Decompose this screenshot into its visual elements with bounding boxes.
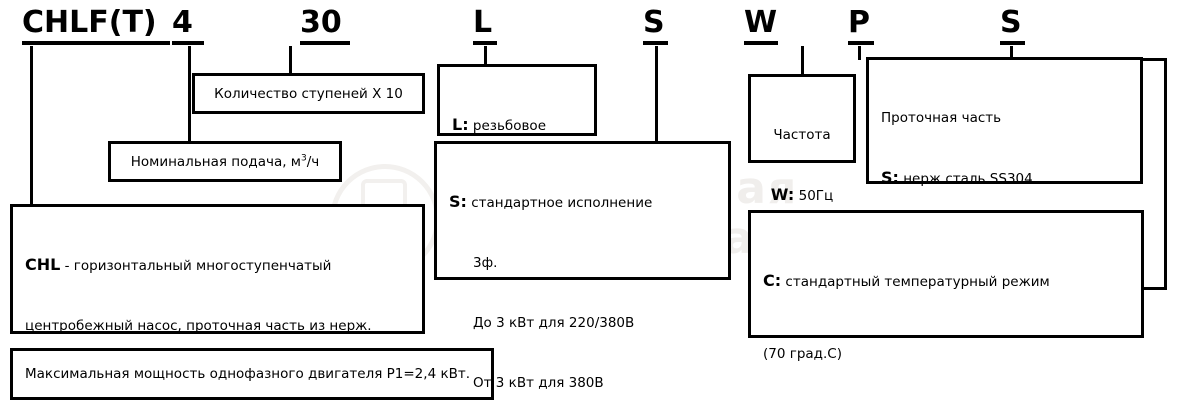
connector-motor-version bbox=[655, 46, 658, 142]
connector-pipe-conn bbox=[484, 46, 487, 64]
frequency-key-w: W: bbox=[770, 185, 795, 204]
connector-stages bbox=[289, 46, 292, 75]
box-flow-rate-a: Номинальная подача, м bbox=[130, 153, 301, 170]
box-pipe-connection-value: резьбовое bbox=[468, 118, 547, 134]
box-pipe-connection: L: резьбовое соединение труб bbox=[437, 64, 597, 194]
connector-temperature-seg1 bbox=[1010, 46, 1013, 60]
connector-wet-end bbox=[858, 46, 861, 60]
connector-temperature-seg4 bbox=[1144, 287, 1167, 290]
box-pipe-connection-line-1: L: резьбовое bbox=[452, 115, 582, 136]
motor-version-line-4: От 3 кВт для 380В bbox=[473, 375, 604, 391]
frequency-option-1: W: 50Гц bbox=[763, 185, 841, 206]
connector-series bbox=[30, 46, 33, 206]
frequency-val-w: 50Гц bbox=[794, 188, 834, 204]
motor-version-key-s: S: bbox=[449, 192, 467, 211]
box-flow-rate: Номинальная подача, м3/ч bbox=[108, 141, 342, 182]
series-desc-val-chl: - горизонтальный многоступенчатый bbox=[60, 258, 332, 274]
code-token-frequency: W bbox=[744, 6, 778, 45]
box-frequency: Частота W: 50Гц L: 60Гц bbox=[748, 74, 856, 265]
box-temperature-text: C: стандартный температурный режим (70 г… bbox=[763, 221, 1129, 415]
code-token-series: CHLF(T) bbox=[22, 6, 170, 45]
motor-version-line-2: 3ф. bbox=[473, 255, 498, 271]
box-max-power: Максимальная мощность однофазного двигат… bbox=[10, 348, 494, 400]
box-series-description: CHL - горизонтальный многоступенчатый це… bbox=[10, 204, 425, 394]
box-stages: Количество ступеней X 10 bbox=[192, 73, 425, 114]
box-temperature: C: стандартный температурный режим (70 г… bbox=[748, 210, 1144, 362]
connector-frequency bbox=[801, 46, 804, 76]
box-max-power-text: Максимальная мощность однофазного двигат… bbox=[25, 366, 471, 382]
temperature-line-2: (70 град.С) bbox=[763, 346, 842, 362]
code-token-pipe-conn: L bbox=[473, 6, 497, 45]
series-desc-line-2: центробежный насос, проточная часть из н… bbox=[25, 318, 372, 334]
wet-end-val-s: нерж.сталь SS304 bbox=[898, 171, 1033, 187]
temperature-key-c: C: bbox=[763, 271, 782, 290]
motor-version-line-1: S: стандартное исполнение bbox=[449, 192, 716, 213]
box-flow-rate-b: /ч bbox=[306, 153, 320, 170]
code-token-temperature: S bbox=[1000, 6, 1025, 45]
box-flow-rate-text: Номинальная подача, м3/ч bbox=[131, 152, 320, 172]
motor-version-line-3: До 3 кВт для 220/380В bbox=[473, 315, 635, 331]
temperature-val-c: стандартный температурный режим bbox=[781, 274, 1050, 290]
series-desc-line-1: CHL - горизонтальный многоступенчатый bbox=[25, 255, 410, 276]
wet-end-key-s: S: bbox=[881, 168, 899, 187]
code-token-stages: 30 bbox=[300, 6, 350, 45]
box-stages-text: Количество ступеней X 10 bbox=[214, 85, 403, 102]
temperature-line-1: C: стандартный температурный режим bbox=[763, 269, 1129, 294]
wet-end-option-1: S: нерж.сталь SS304 bbox=[881, 168, 1128, 189]
connector-temperature-seg3 bbox=[1164, 58, 1167, 290]
wet-end-title: Проточная часть bbox=[881, 110, 1002, 126]
series-desc-key-chl: CHL bbox=[25, 255, 61, 274]
box-wet-end: Проточная часть S: нерж.сталь SS304 L: н… bbox=[866, 57, 1143, 309]
box-motor-version: S: стандартное исполнение 3ф. До 3 кВт д… bbox=[434, 141, 731, 391]
code-token-flow-rate: 4 bbox=[172, 6, 204, 45]
box-motor-version-text: S: стандартное исполнение 3ф. До 3 кВт д… bbox=[449, 152, 716, 415]
connector-flow-rate bbox=[188, 46, 191, 141]
frequency-title: Частота bbox=[773, 127, 831, 143]
code-token-motor-version: S bbox=[643, 6, 668, 45]
code-token-wet-end: P bbox=[848, 6, 874, 45]
box-flow-rate-sup: 3 bbox=[301, 153, 307, 163]
box-pipe-connection-key: L: bbox=[452, 115, 469, 134]
motor-version-val-s: стандартное исполнение bbox=[466, 195, 653, 211]
